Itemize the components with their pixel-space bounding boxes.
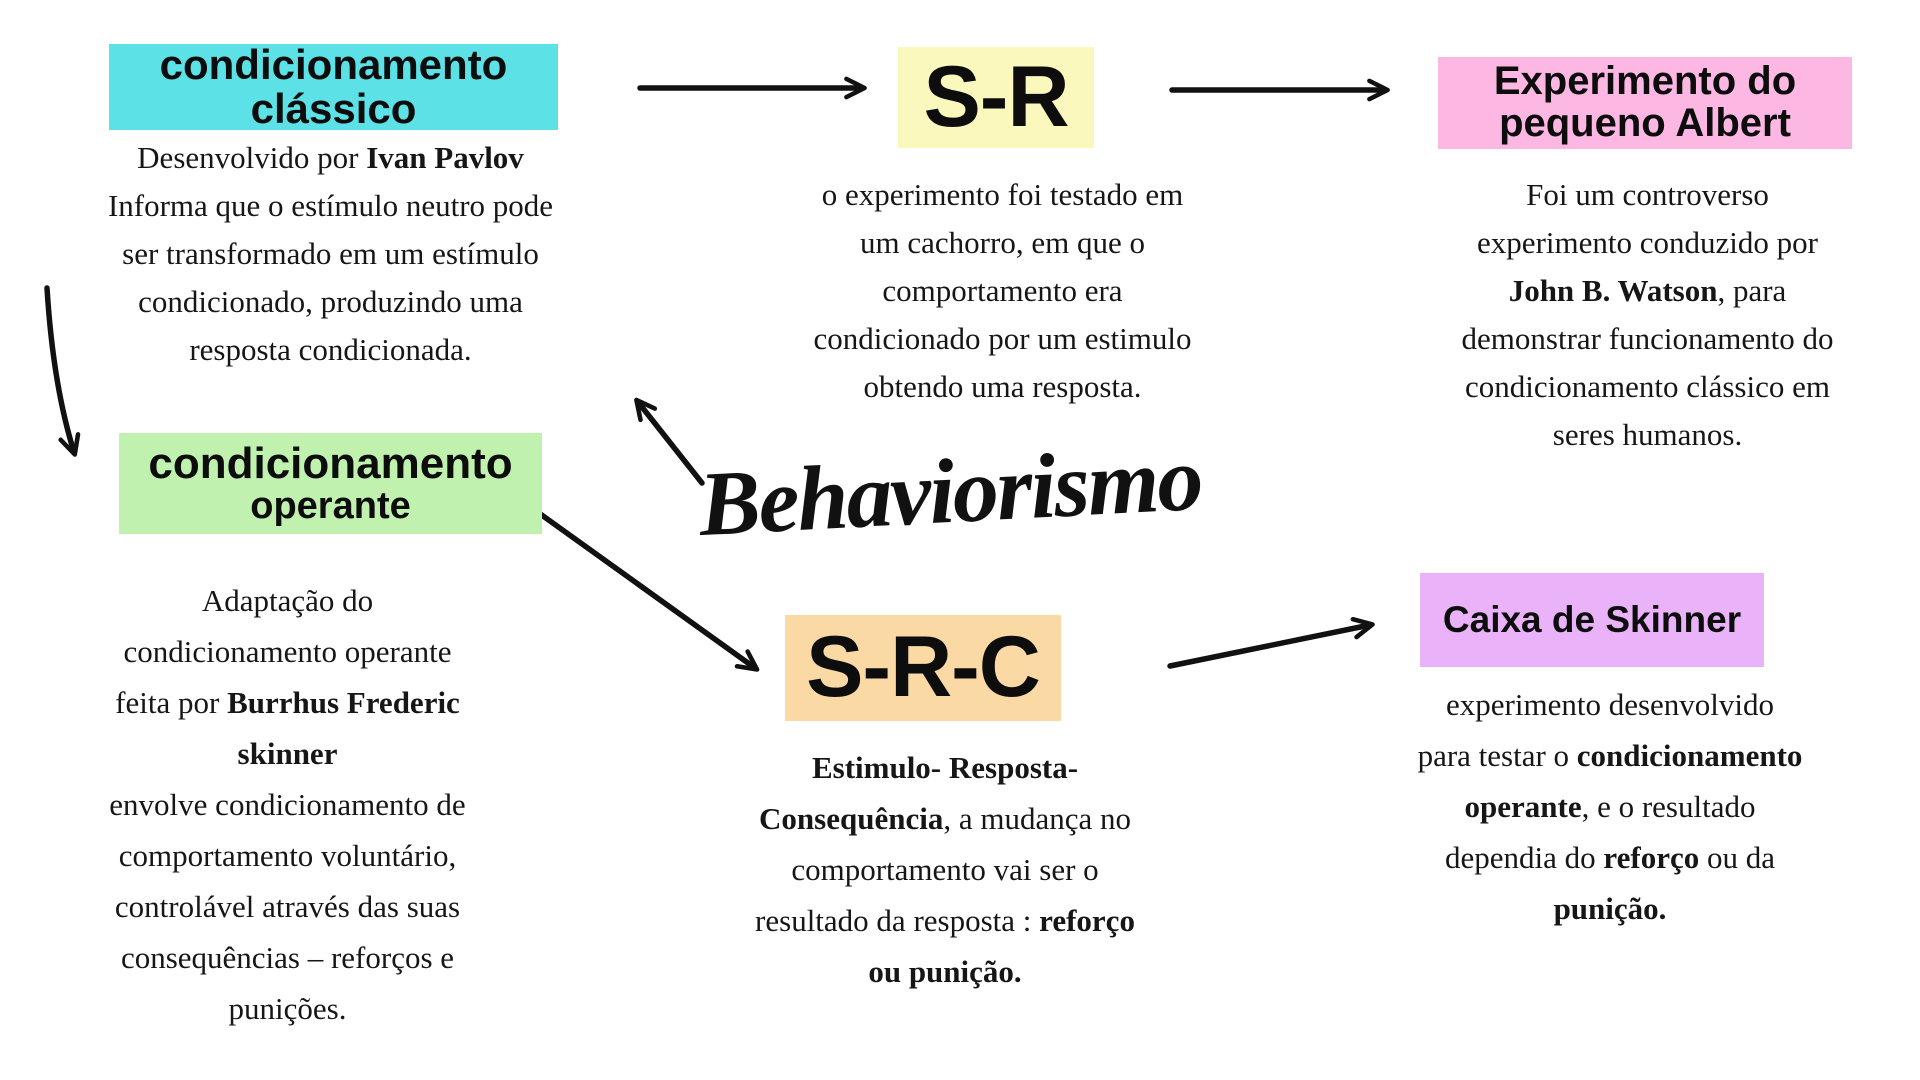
- node-sr-label: S-R: [923, 48, 1069, 145]
- node-sr-box: S-R: [898, 47, 1094, 148]
- arrow-classico-to-operante-icon: [44, 285, 81, 457]
- node-src-description: Estimulo- Resposta-Consequência, a mudan…: [755, 750, 1135, 989]
- arrow-behaviorismo-to-sr-icon: [634, 397, 705, 486]
- arrow-src-to-skinnerbox-icon: [1167, 616, 1375, 669]
- node-skinnerbox-label: Caixa de Skinner: [1442, 598, 1742, 640]
- node-src-box: S-R-C: [785, 615, 1061, 721]
- node-skinnerbox-box: Caixa de Skinner: [1420, 573, 1764, 667]
- node-src-label: S-R-C: [806, 619, 1041, 716]
